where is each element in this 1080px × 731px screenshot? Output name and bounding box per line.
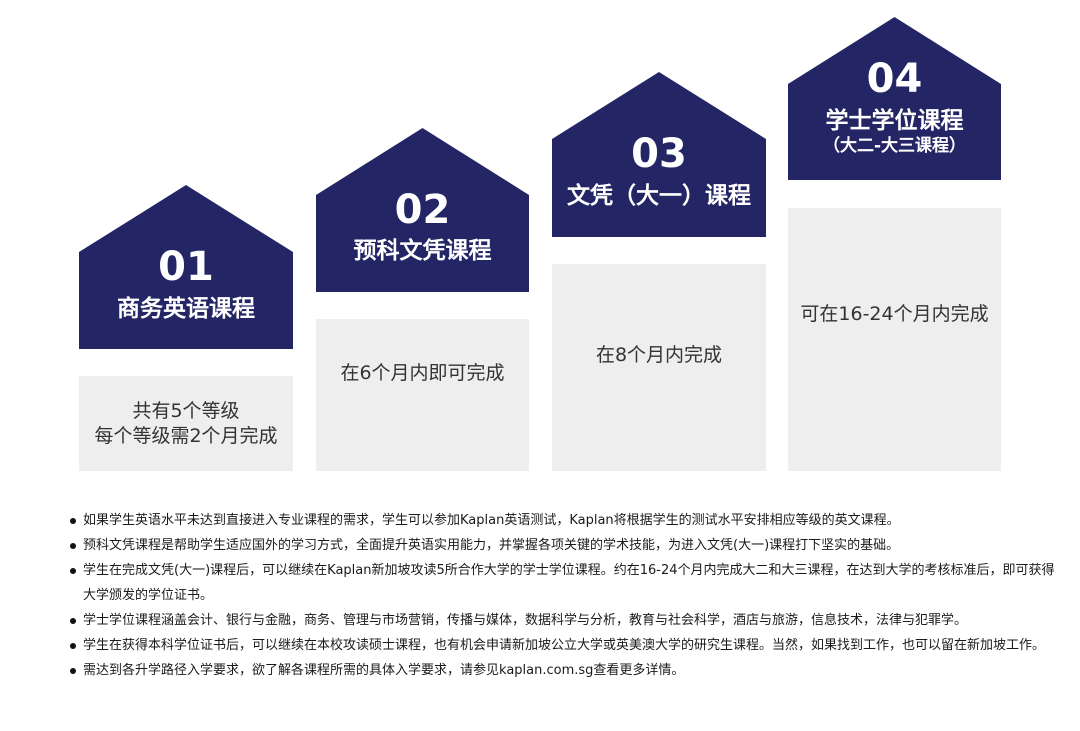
description-line: 在6个月内即可完成: [340, 361, 505, 384]
step-title: 商务英语课程: [117, 296, 255, 322]
kaplan-website-link[interactable]: kaplan.com.sg: [499, 663, 594, 678]
note-item: 学生在获得本科学位证书后，可以继续在本校攻读硕士课程，也有机会申请新加坡公立大学…: [70, 633, 1060, 658]
description-line: 可在16-24个月内完成: [800, 303, 989, 325]
step-number: 01: [158, 244, 214, 290]
step-2: 02 预科文凭课程 在6个月内即可完成: [316, 128, 529, 471]
house-shape: [552, 72, 766, 237]
step-number: 04: [866, 56, 923, 102]
step-title: 文凭（大一）课程: [567, 183, 751, 209]
step-1: 01 商务英语课程 共有5个等级 每个等级需2个月完成: [79, 185, 293, 471]
step-description: 在6个月内即可完成: [316, 319, 529, 471]
house-shape: [316, 128, 529, 292]
step-description: 共有5个等级 每个等级需2个月完成: [79, 376, 293, 471]
note-text: 需达到各升学路径入学要求，欲了解各课程所需的具体入学要求，请参见: [83, 663, 500, 678]
description-line: 每个等级需2个月完成: [94, 424, 278, 447]
note-item-entry-requirements: 需达到各升学路径入学要求，欲了解各课程所需的具体入学要求，请参见kaplan.c…: [70, 658, 1060, 683]
house-shape: [788, 17, 1001, 180]
description-line: 在8个月内完成: [595, 344, 723, 366]
house-shape: [79, 185, 293, 349]
step-3: 03 文凭（大一）课程 在8个月内完成: [552, 72, 766, 471]
note-item: 预科文凭课程是帮助学生适应国外的学习方式，全面提升英语实用能力，并掌握各项关键的…: [70, 533, 1060, 558]
step-subtitle: （大二-大三课程）: [822, 136, 967, 156]
step-number: 02: [394, 187, 451, 233]
description-line: 共有5个等级: [132, 399, 240, 422]
note-item: 如果学生英语水平未达到直接进入专业课程的需求，学生可以参加Kaplan英语测试，…: [70, 508, 1060, 533]
step-title: 学士学位课程: [825, 108, 964, 134]
note-item: 学生在完成文凭(大一)课程后，可以继续在Kaplan新加坡攻读5所合作大学的学士…: [70, 558, 1060, 608]
step-description: 可在16-24个月内完成: [788, 208, 1001, 471]
note-item: 学士学位课程涵盖会计、银行与金融，商务、管理与市场营销，传播与媒体，数据科学与分…: [70, 608, 1060, 633]
notes-list: 如果学生英语水平未达到直接进入专业课程的需求，学生可以参加Kaplan英语测试，…: [70, 508, 1060, 683]
step-number: 03: [631, 131, 687, 177]
note-text: 查看更多详情。: [593, 663, 685, 678]
step-4: 04 学士学位课程 （大二-大三课程） 可在16-24个月内完成: [788, 17, 1001, 471]
step-title: 预科文凭课程: [353, 238, 492, 264]
step-description: 在8个月内完成: [552, 264, 766, 471]
